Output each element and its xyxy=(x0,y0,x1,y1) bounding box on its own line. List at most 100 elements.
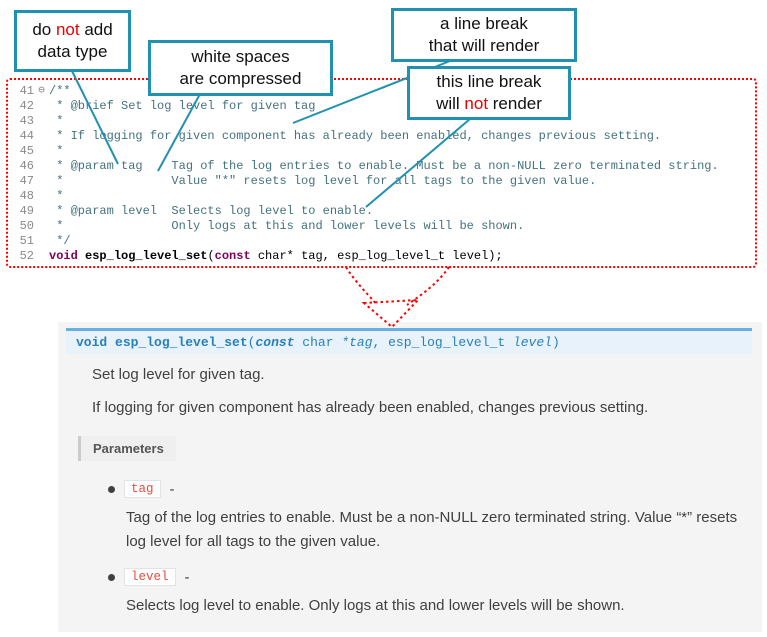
param-name-literal: tag xyxy=(124,480,161,498)
callout-line: white spaces xyxy=(191,46,290,66)
line-number: 45 xyxy=(19,144,34,158)
param-dash: - xyxy=(184,568,190,586)
signature-segment: const xyxy=(255,335,295,350)
signature-segment: *tag xyxy=(341,335,373,350)
fold-minus-icon xyxy=(34,159,49,174)
code-segment: ( xyxy=(207,249,215,263)
code-text: * xyxy=(49,189,63,204)
fold-minus-icon xyxy=(34,114,49,129)
signature-segment: , esp_log_level_t xyxy=(372,335,513,350)
fold-minus-icon xyxy=(34,219,49,234)
code-text: * If logging for given component has alr… xyxy=(49,129,661,144)
line-number: 52 xyxy=(19,249,34,263)
fold-minus-icon xyxy=(34,249,49,264)
code-line: 47 * Value "*" resets log level for all … xyxy=(12,174,755,189)
callout-text-red: not xyxy=(464,94,489,113)
callout-line: will not render xyxy=(416,93,562,115)
code-text: * Only logs at this and lower levels wil… xyxy=(49,219,524,234)
fold-minus-icon xyxy=(34,129,49,144)
code-text: * @param level Selects log level to enab… xyxy=(49,204,373,219)
code-line: 44 * If logging for given component has … xyxy=(12,129,755,144)
signature-segment: void xyxy=(76,335,108,350)
code-text: */ xyxy=(49,234,71,249)
code-segment: * xyxy=(49,114,64,128)
line-number: 49 xyxy=(19,204,34,218)
callout-line: that will render xyxy=(428,36,540,55)
line-number: 50 xyxy=(19,219,34,233)
signature-segment: char xyxy=(294,335,342,350)
line-number: 43 xyxy=(19,114,34,128)
code-segment: * If logging for given component has alr… xyxy=(49,129,662,143)
line-number: 42 xyxy=(19,99,34,113)
bullet-icon xyxy=(108,485,115,493)
code-lines: 41⊖/**42 * @brief Set log level for give… xyxy=(12,84,755,264)
fold-minus-icon xyxy=(34,144,49,159)
code-line: 50 * Only logs at this and lower levels … xyxy=(12,219,755,234)
fold-minus-icon: ⊖ xyxy=(38,85,45,97)
code-segment: * xyxy=(49,189,64,203)
fold-minus-icon xyxy=(34,99,49,114)
param-item-level: level - xyxy=(108,568,190,586)
param-description: Tag of the log entries to enable. Must b… xyxy=(126,509,738,550)
code-line: 49 * @param level Selects log level to e… xyxy=(12,204,755,219)
code-segment: void xyxy=(49,249,78,263)
line-number: 46 xyxy=(19,159,34,173)
code-line: 42 * @brief Set log level for given tag xyxy=(12,99,755,114)
callout-text-red: not xyxy=(55,19,80,39)
code-segment: * @param level Selects log level to enab… xyxy=(49,204,374,218)
code-editor-panel: 41⊖/**42 * @brief Set log level for give… xyxy=(6,78,757,268)
callout-text: do xyxy=(32,19,56,39)
code-segment: char* tag, esp_log_level_t level); xyxy=(250,249,503,263)
code-text: * xyxy=(49,114,63,129)
function-signature: void esp_log_level_set(const char *tag, … xyxy=(66,328,752,354)
code-line: 41 ⊖ /** xyxy=(12,84,755,99)
signature-segment: ) xyxy=(551,335,560,350)
code-line: 43 * xyxy=(12,114,755,129)
fold-minus-icon xyxy=(34,174,49,189)
detailed-description: If logging for given component has alrea… xyxy=(92,399,649,416)
callout-text: render xyxy=(488,94,542,113)
line-number: 47 xyxy=(19,174,34,188)
signature-segment xyxy=(107,335,115,350)
signature-segment: esp_log_level_set xyxy=(115,335,248,350)
code-line: 51 */ xyxy=(12,234,755,249)
fold-minus-icon xyxy=(34,189,49,204)
signature-segment: level xyxy=(512,335,552,350)
rendered-docs-panel: void esp_log_level_set(const char *tag, … xyxy=(58,322,762,632)
callout-do-not-add-data-type: do not add data type xyxy=(14,10,131,72)
code-segment: */ xyxy=(49,234,71,248)
code-segment: esp_log_level_set xyxy=(85,249,208,263)
callout-text: add xyxy=(79,19,113,39)
dotted-arrow-left-side xyxy=(345,266,378,306)
code-text: * @brief Set log level for given tag xyxy=(49,99,315,114)
code-segment: * xyxy=(49,144,64,158)
dotted-arrow-right-side xyxy=(406,266,450,306)
code-segment: * Only logs at this and lower levels wil… xyxy=(49,219,525,233)
callout-line: are compressed xyxy=(179,69,302,88)
param-item-tag: tag - xyxy=(108,480,175,498)
parameters-label: Parameters xyxy=(78,436,176,461)
code-text: /** xyxy=(49,84,71,99)
line-number: 41 xyxy=(19,84,34,98)
param-description: Selects log level to enable. Only logs a… xyxy=(126,597,625,614)
code-line: 46 * @param tag Tag of the log entries t… xyxy=(12,159,755,174)
callout-line: data type xyxy=(37,42,108,61)
fold-minus-icon xyxy=(34,234,49,249)
line-number: 48 xyxy=(19,189,34,203)
line-number: 51 xyxy=(19,234,34,248)
code-text: void esp_log_level_set(const char* tag, … xyxy=(49,249,503,264)
param-name-literal: level xyxy=(124,568,176,586)
code-segment: /** xyxy=(49,84,71,98)
code-segment: * Value "*" resets log level for all tag… xyxy=(49,174,597,188)
signature-segment: ( xyxy=(247,335,256,350)
callout-white-spaces-compressed: white spaces are compressed xyxy=(148,40,333,96)
callout-line-break-not-render: this line break will not render xyxy=(407,66,571,120)
callout-line-break-renders: a line break that will render xyxy=(391,8,577,62)
line-number: 44 xyxy=(19,129,34,143)
bullet-icon xyxy=(108,573,115,581)
code-text: * Value "*" resets log level for all tag… xyxy=(49,174,596,189)
code-text: * xyxy=(49,144,63,159)
code-segment: const xyxy=(214,249,251,263)
code-segment xyxy=(78,249,85,263)
